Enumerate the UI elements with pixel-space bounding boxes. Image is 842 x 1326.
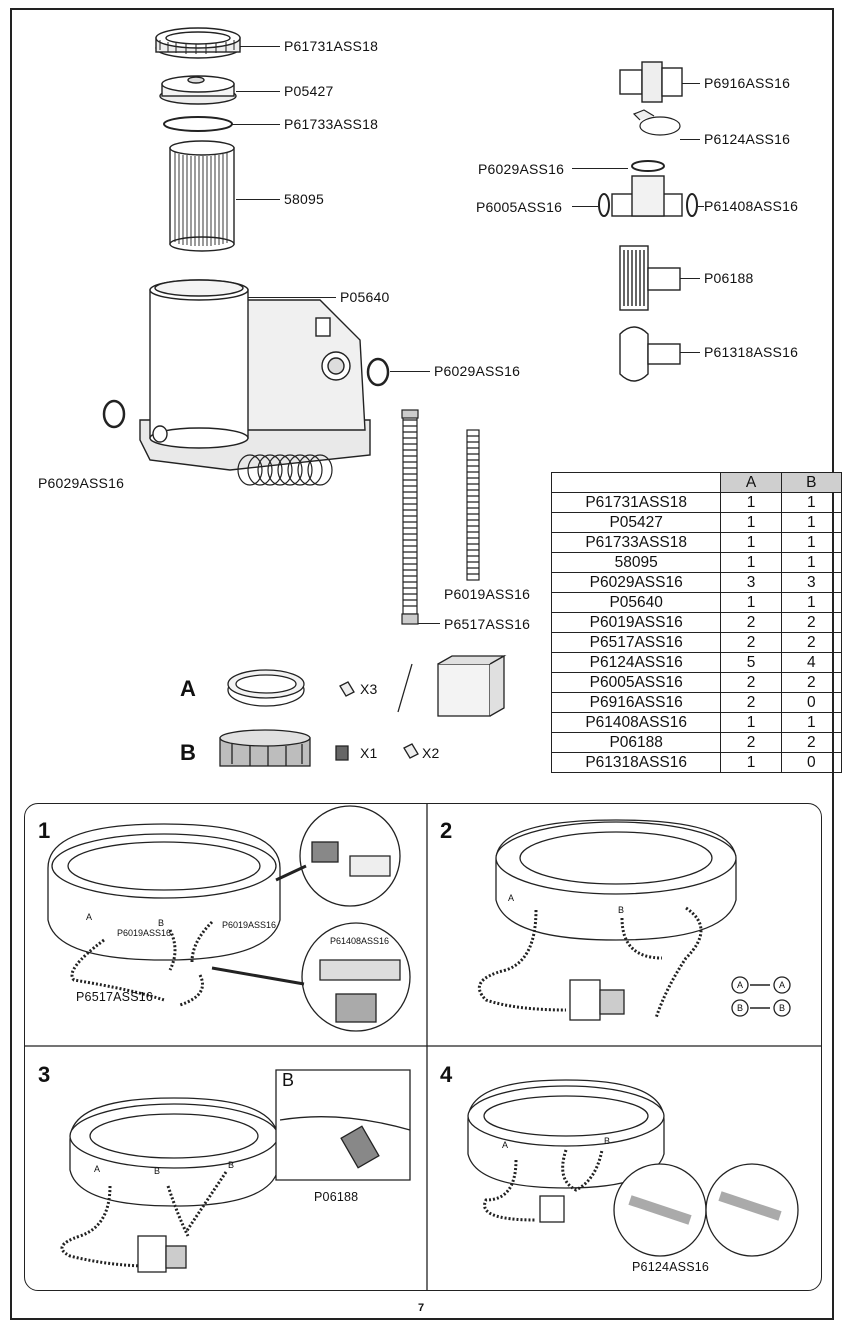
label-p61733: P61733ASS18 — [284, 116, 379, 132]
table-cell: P6019ASS16 — [550, 612, 722, 633]
step2-pool-illustration — [477, 819, 791, 1021]
table-cell: P6029ASS16 — [550, 572, 722, 593]
step3-marker-a: A — [94, 1164, 101, 1174]
step2-map-b-from: B — [737, 1003, 744, 1013]
table-cell: P6916ASS16 — [550, 692, 722, 713]
step2-marker-b: B — [618, 905, 625, 915]
table-header-a: A — [720, 472, 782, 493]
hose-adapter-icon — [619, 61, 683, 103]
label-p6029-left: P6029ASS16 — [38, 475, 125, 491]
step4-pool-illustration — [467, 1079, 799, 1257]
table-cell: P06188 — [550, 732, 722, 753]
label-p6029-right: P6029ASS16 — [434, 363, 521, 379]
hose-short-icon — [466, 429, 480, 581]
kit-b-qty1: X1 — [360, 745, 378, 761]
kit-a-qty: X3 — [360, 681, 378, 697]
step1-pool-illustration — [47, 805, 411, 1032]
step2-map-b-to: B — [779, 1003, 786, 1013]
table-cell: 1 — [720, 752, 782, 773]
plunger-valve-icon — [619, 326, 681, 382]
label-p61318: P61318ASS16 — [704, 344, 799, 360]
step-1-number: 1 — [38, 818, 51, 843]
filter-cartridge-icon — [169, 140, 235, 252]
o-ring-left-icon — [102, 399, 126, 429]
label-p61731: P61731ASS18 — [284, 38, 379, 54]
step1-hose-a-label: P6019ASS16 — [117, 928, 172, 938]
step1-marker-a: A — [86, 912, 93, 922]
step3-marker-b2: B — [228, 1160, 235, 1170]
label-p6029-top: P6029ASS16 — [478, 161, 565, 177]
label-p6124: P6124ASS16 — [704, 131, 791, 147]
step1-hose-label: P6517ASS16 — [76, 990, 154, 1004]
table-cell: 0 — [780, 752, 842, 773]
kit-b-letter: B — [180, 740, 196, 765]
kit-a-letter: A — [180, 676, 196, 701]
step-2-number: 2 — [440, 818, 453, 843]
label-p6517: P6517ASS16 — [444, 616, 531, 632]
label-filter: 58095 — [284, 191, 324, 207]
label-p6916: P6916ASS16 — [704, 75, 791, 91]
label-p05427: P05427 — [284, 83, 334, 99]
step3-label: P06188 — [314, 1190, 359, 1204]
step-3-number: 3 — [38, 1062, 51, 1087]
table-cell: P6517ASS16 — [550, 632, 722, 653]
step4-marker-a: A — [502, 1140, 509, 1150]
page-number: 7 — [417, 1302, 425, 1314]
kit-b-qty2: X2 — [422, 745, 440, 761]
label-p6019: P6019ASS16 — [444, 586, 531, 602]
hose-long-icon — [401, 409, 419, 625]
step3-pool-illustration — [60, 1069, 411, 1273]
step3-zoom-letter: B — [282, 1070, 295, 1090]
top-ring-icon — [155, 27, 241, 59]
table-cell: P61731ASS18 — [550, 492, 722, 513]
step1-zoom-label: P61408ASS16 — [330, 936, 390, 946]
label-p06188: P06188 — [704, 270, 754, 286]
t-connector-icon — [598, 160, 698, 217]
hose-clamp-icon — [632, 109, 681, 136]
lid-icon — [159, 75, 237, 105]
pump-body-icon — [139, 279, 371, 486]
table-cell: P61733ASS18 — [550, 532, 722, 553]
step1-marker-b: B — [158, 918, 165, 928]
label-p05640: P05640 — [340, 289, 390, 305]
step4-marker-b: B — [604, 1136, 611, 1146]
strainer-connector-icon — [619, 245, 681, 311]
steps-panel — [24, 803, 822, 1291]
step2-map-a-to: A — [779, 980, 786, 990]
label-p6005: P6005ASS16 — [476, 199, 563, 215]
step1-hose-b-label: P6019ASS16 — [222, 920, 277, 930]
step3-marker-b: B — [154, 1166, 161, 1176]
label-p61408: P61408ASS16 — [704, 198, 799, 214]
step2-marker-a: A — [508, 893, 515, 903]
step-4-number: 4 — [440, 1062, 453, 1087]
step4-label: P6124ASS16 — [632, 1260, 710, 1274]
o-ring-right-icon — [366, 357, 390, 387]
step2-map-a-from: A — [737, 980, 744, 990]
